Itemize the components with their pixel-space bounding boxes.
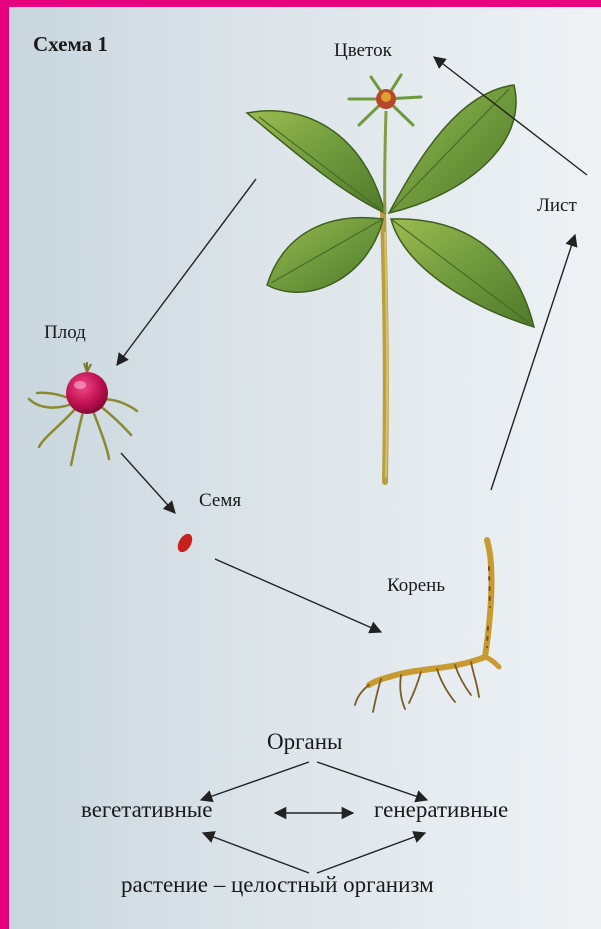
plant-cycle-artwork bbox=[9, 7, 601, 929]
root-illustration bbox=[355, 540, 499, 712]
fruit-illustration bbox=[29, 362, 137, 465]
arrow-organs-to-generative bbox=[317, 762, 427, 800]
label-organs: Органы bbox=[267, 729, 343, 755]
plant-leaves bbox=[247, 85, 534, 327]
arrow-plant-to-fruit bbox=[117, 179, 256, 365]
label-generative: генеративные bbox=[374, 797, 508, 823]
label-vegetative: вегетативные bbox=[81, 797, 212, 823]
label-flower: Цветок bbox=[334, 40, 392, 62]
scheme-title: Схема 1 bbox=[33, 32, 108, 57]
arrow-plant-to-generative bbox=[317, 833, 425, 873]
arrow-organs-to-vegetative bbox=[201, 762, 309, 800]
label-conclusion: растение – целостный организм bbox=[121, 872, 434, 898]
label-leaf: Лист bbox=[537, 195, 577, 217]
label-root: Корень bbox=[387, 575, 445, 597]
arrow-seed-to-root bbox=[215, 559, 381, 632]
arrow-plant-to-vegetative bbox=[203, 833, 309, 873]
label-seed: Семя bbox=[199, 490, 241, 512]
seed-illustration bbox=[175, 531, 195, 554]
arrow-fruit-to-seed bbox=[121, 453, 175, 513]
label-fruit: Плод bbox=[44, 322, 86, 344]
